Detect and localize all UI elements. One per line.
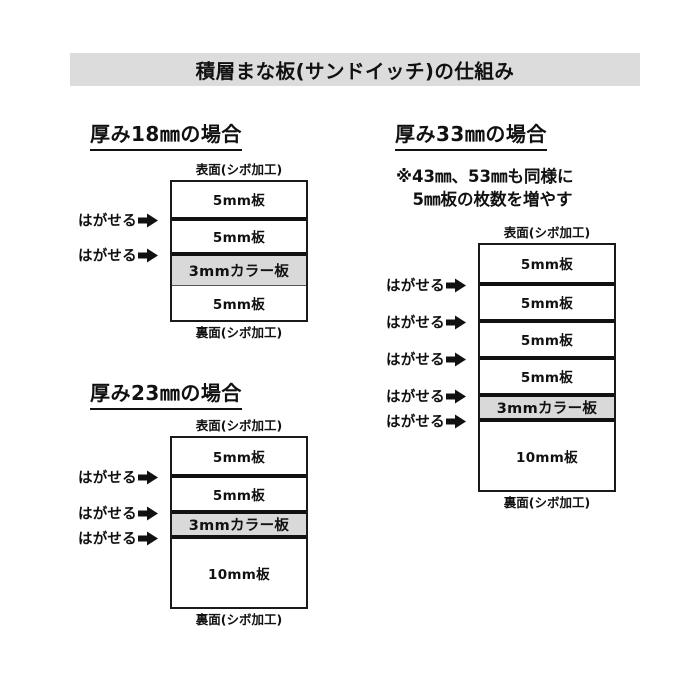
top-face-label-18mm: 表面(シボ加工) [195,162,283,177]
peelable-label: はがせる [78,213,137,230]
top-face-label-23mm: 表面(シボ加工) [195,418,283,433]
note-text-33mm: ※43㎜、53㎜も同様に 5㎜板の枚数を増やす [396,167,574,210]
stack-23mm: 表面(シボ加工) 5mm板 5mm板 3mmカラー板 10mm板 裏面(シボ加工) [170,419,308,627]
peelable-marker-thickness-18-2: はがせる [78,210,158,231]
peelable-marker-thickness-33-6: はがせる [386,411,466,432]
layer-thickness-18-1: 5mm板 [172,181,306,217]
peelable-marker-thickness-33-3: はがせる [386,312,466,333]
layer-thickness-18-4: 5mm板 [172,284,306,320]
page-title: 積層まな板(サンドイッチ)の仕組み [195,60,515,83]
layer-label: 5mm板 [212,449,266,466]
peelable-label: はがせる [386,278,445,295]
peelable-marker-thickness-23-3: はがせる [78,503,158,524]
layer-label: 5mm板 [212,230,266,247]
layer-thickness-18-2: 5mm板 [172,216,306,252]
bottom-face-label-23mm: 裏面(シボ加工) [195,611,283,627]
layer-thickness-33-6: 10mm板 [480,417,614,490]
arrow-right-icon [445,352,466,366]
arrow-right-icon [445,315,466,329]
bottom-face-label-33mm: 裏面(シボ加工) [503,494,591,510]
section-heading-23mm: 厚み23㎜の場合 [90,377,242,410]
layer-label: 5mm板 [520,296,574,313]
layer-label: 5mm板 [520,333,574,350]
peelable-marker-thickness-23-2: はがせる [78,467,158,488]
layer-label: 3mmカラー板 [496,400,598,417]
peelable-marker-thickness-33-4: はがせる [386,349,466,370]
arrow-right-icon [137,506,158,520]
layer-label: 5mm板 [212,296,266,313]
layer-label: 10mm板 [208,566,270,583]
peelable-marker-thickness-33-2: はがせる [386,275,466,296]
peelable-label: はがせる [386,352,445,369]
arrow-right-icon [137,248,158,262]
top-face-label-33mm: 表面(シボ加工) [503,225,591,240]
arrow-right-icon [445,278,466,292]
layer-thickness-33-5: 3mmカラー板 [480,392,614,418]
peelable-label: はがせる [386,389,445,406]
layer-thickness-23-3: 3mmカラー板 [172,509,306,535]
stack-18mm: 表面(シボ加工) 5mm板 5mm板 3mmカラー板 5mm板 裏面(シボ加工) [170,163,308,340]
stack-box-33mm: 5mm板 5mm板 5mm板 5mm板 3mmカラー板 10mm板 [478,242,616,492]
layer-label: 3mmカラー板 [188,263,290,280]
layer-label: 3mmカラー板 [188,517,290,534]
layer-label: 5mm板 [520,370,574,387]
peelable-label: はがせる [78,248,137,265]
title-banner: 積層まな板(サンドイッチ)の仕組み [70,53,640,86]
bottom-face-label-18mm: 裏面(シボ加工) [195,324,283,340]
stack-33mm: 表面(シボ加工) 5mm板 5mm板 5mm板 5mm板 3mmカラー板 10mm板 裏面… [478,226,616,510]
peelable-label: はがせる [78,506,137,523]
section-heading-33mm: 厚み33㎜の場合 [395,118,547,151]
peelable-marker-thickness-33-5: はがせる [386,386,466,407]
layer-label: 5mm板 [520,257,574,274]
arrow-right-icon [445,389,466,403]
arrow-right-icon [137,213,158,227]
arrow-right-icon [137,531,158,545]
layer-thickness-33-3: 5mm板 [480,318,614,356]
peelable-marker-thickness-18-3: はがせる [78,245,158,266]
layer-label: 5mm板 [212,487,266,504]
layer-thickness-33-4: 5mm板 [480,355,614,393]
layer-thickness-23-1: 5mm板 [172,437,306,474]
layer-thickness-23-2: 5mm板 [172,473,306,510]
peelable-label: はがせる [78,470,137,487]
peelable-marker-thickness-23-4: はがせる [78,528,158,549]
layer-label: 5mm板 [212,193,266,210]
arrow-right-icon [445,414,466,428]
layer-thickness-23-4: 10mm板 [172,534,306,607]
stack-box-18mm: 5mm板 5mm板 3mmカラー板 5mm板 [170,179,308,322]
stack-box-23mm: 5mm板 5mm板 3mmカラー板 10mm板 [170,435,308,609]
layer-thickness-33-2: 5mm板 [480,281,614,319]
layer-thickness-18-3: 3mmカラー板 [172,251,306,285]
layer-label: 10mm板 [516,449,578,466]
peelable-label: はがせる [386,414,445,431]
arrow-right-icon [137,470,158,484]
peelable-label: はがせる [386,315,445,332]
peelable-label: はがせる [78,531,137,548]
section-heading-18mm: 厚み18㎜の場合 [90,118,242,151]
layer-thickness-33-1: 5mm板 [480,244,614,282]
